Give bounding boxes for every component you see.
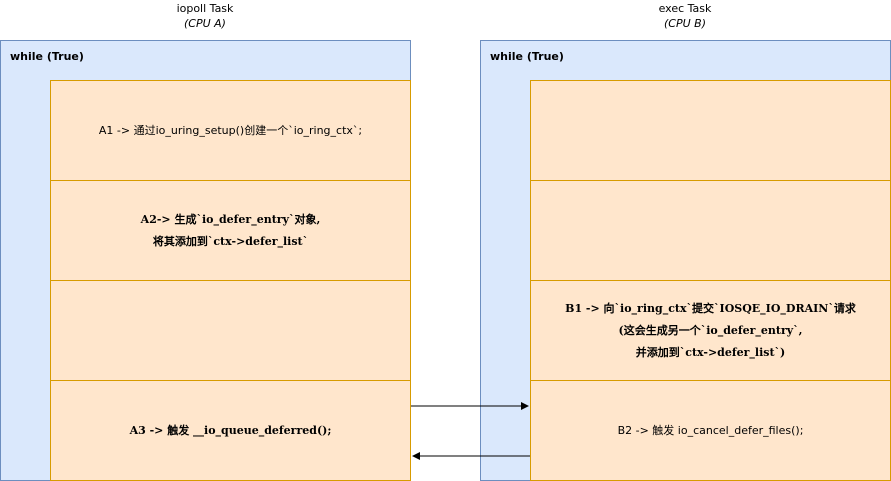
step-text-line: A1 -> 通过io_uring_setup()创建一个`io_ring_ctx… — [98, 123, 363, 137]
step-text-line: A3 -> 触发 __io_queue_deferred(); — [129, 423, 332, 437]
task-b-step-3: B1 -> 向`io_ring_ctx`提交`IOSQE_IO_DRAIN`请求… — [530, 280, 891, 381]
step-text-line: A2-> 生成`io_defer_entry`对象, — [140, 212, 321, 226]
task-b-header: exec Task (CPU B) — [620, 1, 750, 31]
step-text-line: B1 -> 向`io_ring_ctx`提交`IOSQE_IO_DRAIN`请求 — [565, 301, 856, 315]
task-a-header: iopoll Task (CPU A) — [140, 1, 270, 31]
task-b-cpu: (CPU B) — [664, 17, 706, 30]
step-text-line: (这会生成另一个`io_defer_entry`, — [618, 323, 803, 337]
task-a-loop-label: while (True) — [10, 50, 84, 63]
task-a-step-4: A3 -> 触发 __io_queue_deferred(); — [50, 380, 411, 481]
task-b-step-4: B2 -> 触发 io_cancel_defer_files(); — [530, 380, 891, 481]
step-text-line: B2 -> 触发 io_cancel_defer_files(); — [617, 423, 804, 437]
task-a-cpu: (CPU A) — [184, 17, 226, 30]
task-a-step-2: A2-> 生成`io_defer_entry`对象, 将其添加到`ctx->de… — [50, 180, 411, 281]
task-b-step-1 — [530, 80, 891, 181]
task-a-title: iopoll Task — [176, 2, 234, 15]
step-text-line: 将其添加到`ctx->defer_list` — [152, 234, 309, 248]
task-b-loop-label: while (True) — [490, 50, 564, 63]
task-a-step-1: A1 -> 通过io_uring_setup()创建一个`io_ring_ctx… — [50, 80, 411, 181]
task-a-step-3 — [50, 280, 411, 381]
task-b-title: exec Task — [658, 2, 712, 15]
step-text-line: 并添加到`ctx->defer_list`) — [635, 345, 786, 359]
